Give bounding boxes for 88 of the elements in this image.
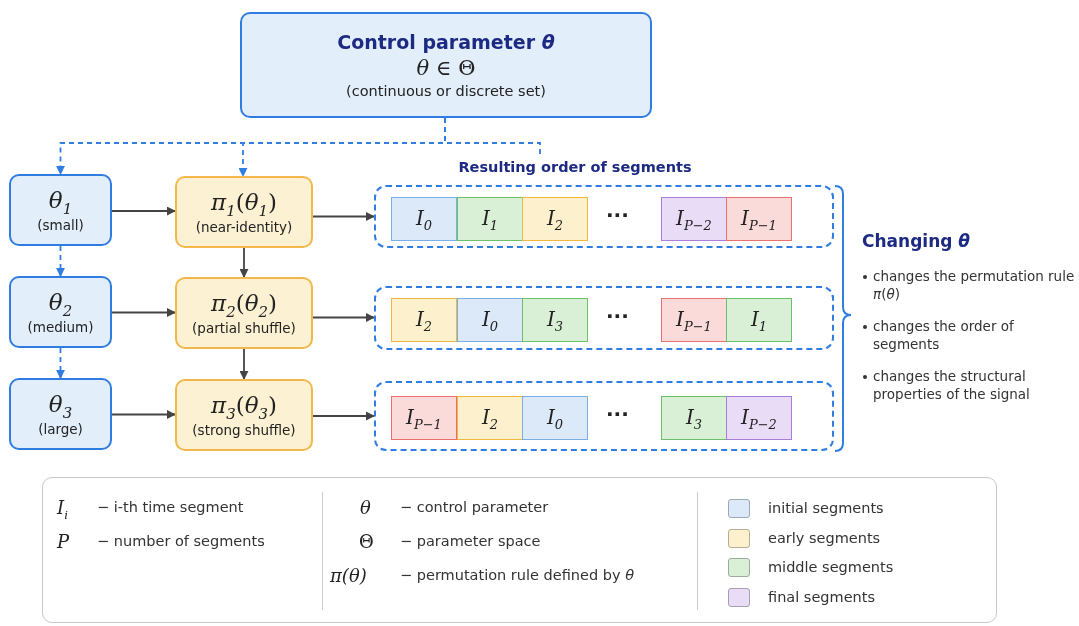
permutation-box xyxy=(175,379,313,451)
dashed-arrow xyxy=(56,347,65,379)
segment-symbol: I$_{1}$ xyxy=(750,306,768,334)
box-note: (strong shuffle) xyxy=(192,422,296,439)
time-segment xyxy=(457,197,523,241)
segment-symbol: I$_{2}$ xyxy=(415,306,433,334)
permutation-box xyxy=(175,277,313,349)
segment-symbol: I$_{1}$ xyxy=(481,205,499,233)
time-segment xyxy=(522,197,588,241)
parameter-box xyxy=(9,378,112,450)
side-heading: Changing θ xyxy=(862,231,971,251)
parameter-box xyxy=(9,174,112,246)
definition-text: − permutation rule defined by θ xyxy=(400,567,635,583)
segment-symbol: I$_{0}$ xyxy=(546,404,564,432)
time-segment xyxy=(661,298,727,342)
arrow xyxy=(111,206,176,216)
box-note: (small) xyxy=(37,217,84,234)
definition-text: − control parameter xyxy=(400,499,549,515)
time-segment xyxy=(391,396,457,440)
time-segment xyxy=(726,396,792,440)
box-title: Control parameter θ xyxy=(337,31,555,53)
segment-symbol: I$_{P−1}$ xyxy=(676,306,712,334)
symbol: θ xyxy=(360,497,371,518)
bullet-text: changes the structural properties of the signal xyxy=(873,367,1031,404)
arrow xyxy=(239,348,249,380)
formula: θ$_{3}$ xyxy=(48,390,73,422)
arrow xyxy=(111,410,176,419)
segment-row-frame xyxy=(374,286,834,350)
box-note: (continuous or discrete set) xyxy=(346,83,546,99)
box-note: (partial shuffle) xyxy=(192,320,296,337)
time-segment xyxy=(391,197,457,241)
legend-text: initial segments xyxy=(768,500,884,516)
formula: θ ∈ Θ xyxy=(416,56,476,80)
segment-symbol: I$_{0}$ xyxy=(481,306,499,334)
box-note: (near-identity) xyxy=(195,219,293,236)
segment-symbol: I$_{0}$ xyxy=(415,205,433,233)
segment-symbol: I$_{P−2}$ xyxy=(676,205,712,233)
dashed-arrow xyxy=(56,245,65,277)
legend-text: final segments xyxy=(768,588,875,605)
bullet-text: changes the permutation rule π(θ) xyxy=(873,267,1076,304)
formula: θ$_{1}$ xyxy=(48,186,73,218)
parameter-box xyxy=(9,276,112,348)
segment-symbol: I$_{P−1}$ xyxy=(406,404,442,432)
arrow xyxy=(312,313,375,322)
time-segment xyxy=(661,396,727,440)
permutation-box xyxy=(175,176,313,248)
segment-symbol: I$_{2}$ xyxy=(481,404,499,432)
segment-symbol: I$_{3}$ xyxy=(685,404,703,432)
legend-text: early segments xyxy=(768,529,881,546)
bullet-text: changes the order of segments xyxy=(873,317,1015,354)
time-segment xyxy=(726,197,792,241)
definition-text: − parameter space xyxy=(400,533,541,549)
symbol: Θ xyxy=(359,531,374,552)
definition-text: − number of segments xyxy=(97,533,265,549)
formula: π$_{2}$(θ$_{2}$) xyxy=(211,289,277,321)
segment-row-frame xyxy=(374,185,834,248)
arrow xyxy=(111,308,176,317)
symbol: I$_{i}$ xyxy=(57,497,68,522)
time-segment xyxy=(457,298,523,342)
segment-symbol: I$_{2}$ xyxy=(546,205,564,233)
time-segment xyxy=(726,298,792,342)
parameter-box xyxy=(240,12,652,118)
symbol: π(θ) xyxy=(330,565,367,586)
definition-text: − i-th time segment xyxy=(97,499,244,515)
formula: π$_{3}$(θ$_{3}$) xyxy=(211,391,277,423)
segment-row-frame xyxy=(374,381,834,451)
time-segment xyxy=(522,298,588,342)
time-segment xyxy=(457,396,523,440)
time-segment xyxy=(391,298,457,342)
time-segment xyxy=(522,396,588,440)
segment-symbol: I$_{P−2}$ xyxy=(741,404,777,432)
segment-symbol: I$_{3}$ xyxy=(546,306,564,334)
ellipsis: ··· xyxy=(606,304,629,328)
box-note: (medium) xyxy=(27,319,94,336)
symbol: P xyxy=(57,531,70,552)
formula: π$_{1}$(θ$_{1}$) xyxy=(211,188,277,220)
dashed-line xyxy=(444,117,541,157)
box-note: (large) xyxy=(38,421,83,438)
legend-text: middle segments xyxy=(768,559,894,575)
formula: θ$_{2}$ xyxy=(48,288,73,320)
ellipsis: ··· xyxy=(606,402,629,426)
segment-symbol: I$_{P−1}$ xyxy=(741,205,777,233)
arrow xyxy=(312,212,375,221)
time-segment xyxy=(661,197,727,241)
arrow xyxy=(312,411,375,421)
heading-text: Resulting order of segments xyxy=(458,159,692,175)
arrow xyxy=(239,247,249,278)
ellipsis: ··· xyxy=(606,203,629,227)
